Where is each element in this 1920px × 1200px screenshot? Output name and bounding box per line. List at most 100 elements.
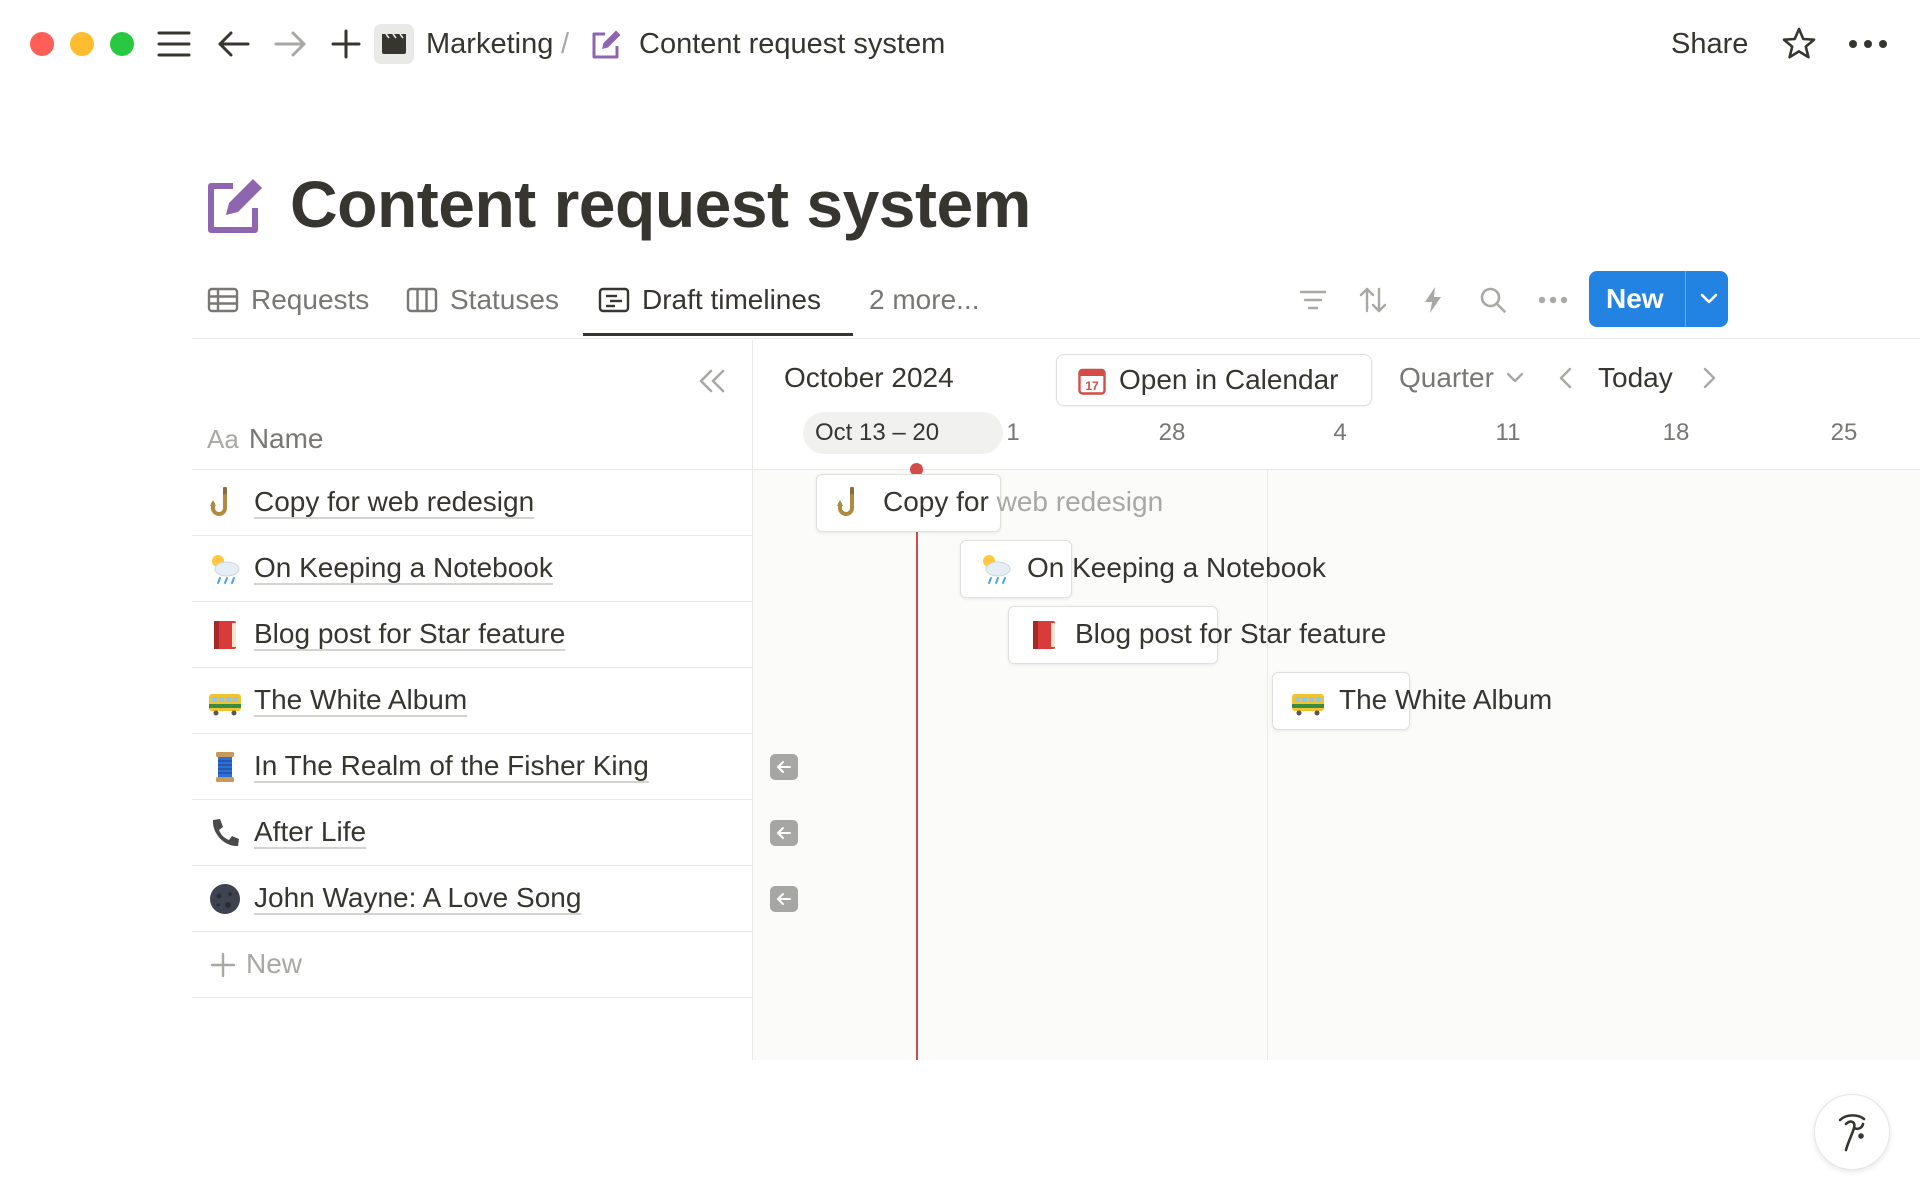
timeline-canvas[interactable] <box>753 470 1920 1060</box>
clapperboard-icon <box>373 20 415 68</box>
help-glyph-icon <box>1838 1114 1866 1152</box>
tram-icon <box>1291 684 1325 718</box>
timeline-card-label: The White Album <box>1339 684 1553 715</box>
timeline-month-label: October 2024 <box>784 362 954 393</box>
tabs-divider <box>192 338 1920 339</box>
zoom-window-button[interactable] <box>110 32 134 56</box>
red-book-icon <box>208 618 242 652</box>
chevron-down-icon[interactable] <box>1505 368 1525 388</box>
week-tick: 4 <box>1333 419 1347 446</box>
automation-bolt-icon[interactable] <box>1413 280 1453 320</box>
filter-icon[interactable] <box>1293 280 1333 320</box>
row-name[interactable]: In The Realm of the Fisher King <box>254 750 649 781</box>
new-moon-face-icon <box>208 882 242 916</box>
breadcrumb-page[interactable]: Content request system <box>639 28 946 60</box>
close-window-button[interactable] <box>30 32 54 56</box>
table-row[interactable]: The White Album <box>192 668 752 734</box>
week-tick: 11 <box>1495 419 1521 446</box>
table-timeline-divider[interactable] <box>752 340 753 1060</box>
telephone-icon <box>208 816 242 850</box>
view-options-icon[interactable] <box>1533 280 1573 320</box>
row-name[interactable]: Copy for web redesign <box>254 486 535 517</box>
table-row[interactable]: John Wayne: A Love Song <box>192 866 752 932</box>
minimize-window-button[interactable] <box>70 32 94 56</box>
help-button[interactable] <box>1814 1094 1890 1170</box>
thread-spool-icon <box>208 750 242 784</box>
row-name[interactable]: John Wayne: A Love Song <box>254 882 582 913</box>
month-gridline <box>1267 470 1268 1060</box>
week-tick-partial: 1 <box>1006 419 1020 446</box>
new-button-divider <box>1685 271 1686 327</box>
table-row[interactable]: In The Realm of the Fisher King <box>192 734 752 800</box>
forward-arrow-icon[interactable] <box>270 20 310 68</box>
new-record-button[interactable]: New <box>1589 271 1728 327</box>
more-views-button[interactable]: 2 more... <box>869 280 979 320</box>
current-week-label: Oct 13 – 20 <box>815 419 940 446</box>
text-property-icon: Aa <box>207 423 239 454</box>
table-row[interactable]: Blog post for Star feature <box>192 602 752 668</box>
scroll-to-item-arrow-icon[interactable] <box>770 886 798 912</box>
tab-requests[interactable]: Requests <box>207 280 369 320</box>
tab-label: Statuses <box>450 284 559 315</box>
scroll-to-item-arrow-icon[interactable] <box>770 754 798 780</box>
cloud-rain-icon <box>208 552 242 586</box>
sidebar-menu-icon[interactable] <box>154 20 194 68</box>
plus-icon <box>208 950 238 980</box>
tab-label: Draft timelines <box>642 284 821 315</box>
timeline-card-label: Copy for web redesign <box>883 482 1163 522</box>
page-icon[interactable] <box>205 174 267 236</box>
chevron-down-icon[interactable] <box>1692 271 1726 327</box>
tram-icon <box>208 684 242 718</box>
hook-icon <box>208 486 242 520</box>
name-column-label: Name <box>248 423 324 454</box>
row-name[interactable]: Blog post for Star feature <box>254 618 566 649</box>
share-button[interactable]: Share <box>1671 28 1749 60</box>
open-in-calendar-button[interactable]: 17 Open in Calendar <box>1056 354 1372 406</box>
table-row[interactable]: After Life <box>192 800 752 866</box>
back-arrow-icon[interactable] <box>214 20 254 68</box>
table-row[interactable]: On Keeping a Notebook <box>192 536 752 602</box>
more-views-label: 2 more... <box>869 284 980 315</box>
more-options-icon[interactable] <box>1846 20 1890 68</box>
today-marker-dot <box>910 463 923 476</box>
range-select[interactable]: Quarter <box>1399 362 1494 393</box>
table-row[interactable]: Copy for web redesign <box>192 470 752 536</box>
header-divider <box>192 469 1920 470</box>
row-name[interactable]: The White Album <box>254 684 468 715</box>
red-book-icon <box>1027 618 1061 652</box>
name-column-header[interactable]: Aa Name <box>207 419 324 459</box>
tab-draft-timelines[interactable]: Draft timelines <box>598 280 821 320</box>
star-icon[interactable] <box>1779 20 1819 68</box>
timeline-card[interactable] <box>816 474 1001 532</box>
week-tick: 28 <box>1158 419 1186 446</box>
calendar-icon: 17 <box>1078 367 1106 395</box>
chevron-left-icon[interactable] <box>1553 364 1579 392</box>
add-new-row[interactable]: New <box>192 932 752 998</box>
table-icon <box>207 287 239 313</box>
scroll-to-item-arrow-icon[interactable] <box>770 820 798 846</box>
board-icon <box>406 287 438 313</box>
row-name[interactable]: On Keeping a Notebook <box>254 552 553 583</box>
timeline-card-label: On Keeping a Notebook <box>1027 552 1326 583</box>
page-title[interactable]: Content request system <box>290 167 1031 241</box>
current-week-pill: Oct 13 – 20 <box>803 412 1003 454</box>
new-page-plus-icon[interactable] <box>326 20 366 68</box>
timeline-card[interactable] <box>1008 606 1218 664</box>
card-label-visible: Copy for <box>883 486 997 517</box>
timeline-icon <box>598 287 630 313</box>
breadcrumb-parent[interactable]: Marketing <box>426 28 554 60</box>
open-in-calendar-label: Open in Calendar <box>1119 364 1339 395</box>
chevron-right-icon[interactable] <box>1696 364 1722 392</box>
timeline-card[interactable] <box>960 540 1072 598</box>
tab-label: Requests <box>251 284 370 315</box>
search-icon[interactable] <box>1473 280 1513 320</box>
collapse-table-icon[interactable] <box>694 366 730 396</box>
today-button[interactable]: Today <box>1598 362 1673 393</box>
timeline-card[interactable] <box>1272 672 1410 730</box>
row-name[interactable]: After Life <box>254 816 367 847</box>
new-button-label: New <box>1606 283 1664 314</box>
svg-text:17: 17 <box>1085 379 1099 393</box>
sort-icon[interactable] <box>1353 280 1393 320</box>
card-label-overflow: web redesign <box>996 486 1164 517</box>
tab-statuses[interactable]: Statuses <box>406 280 559 320</box>
